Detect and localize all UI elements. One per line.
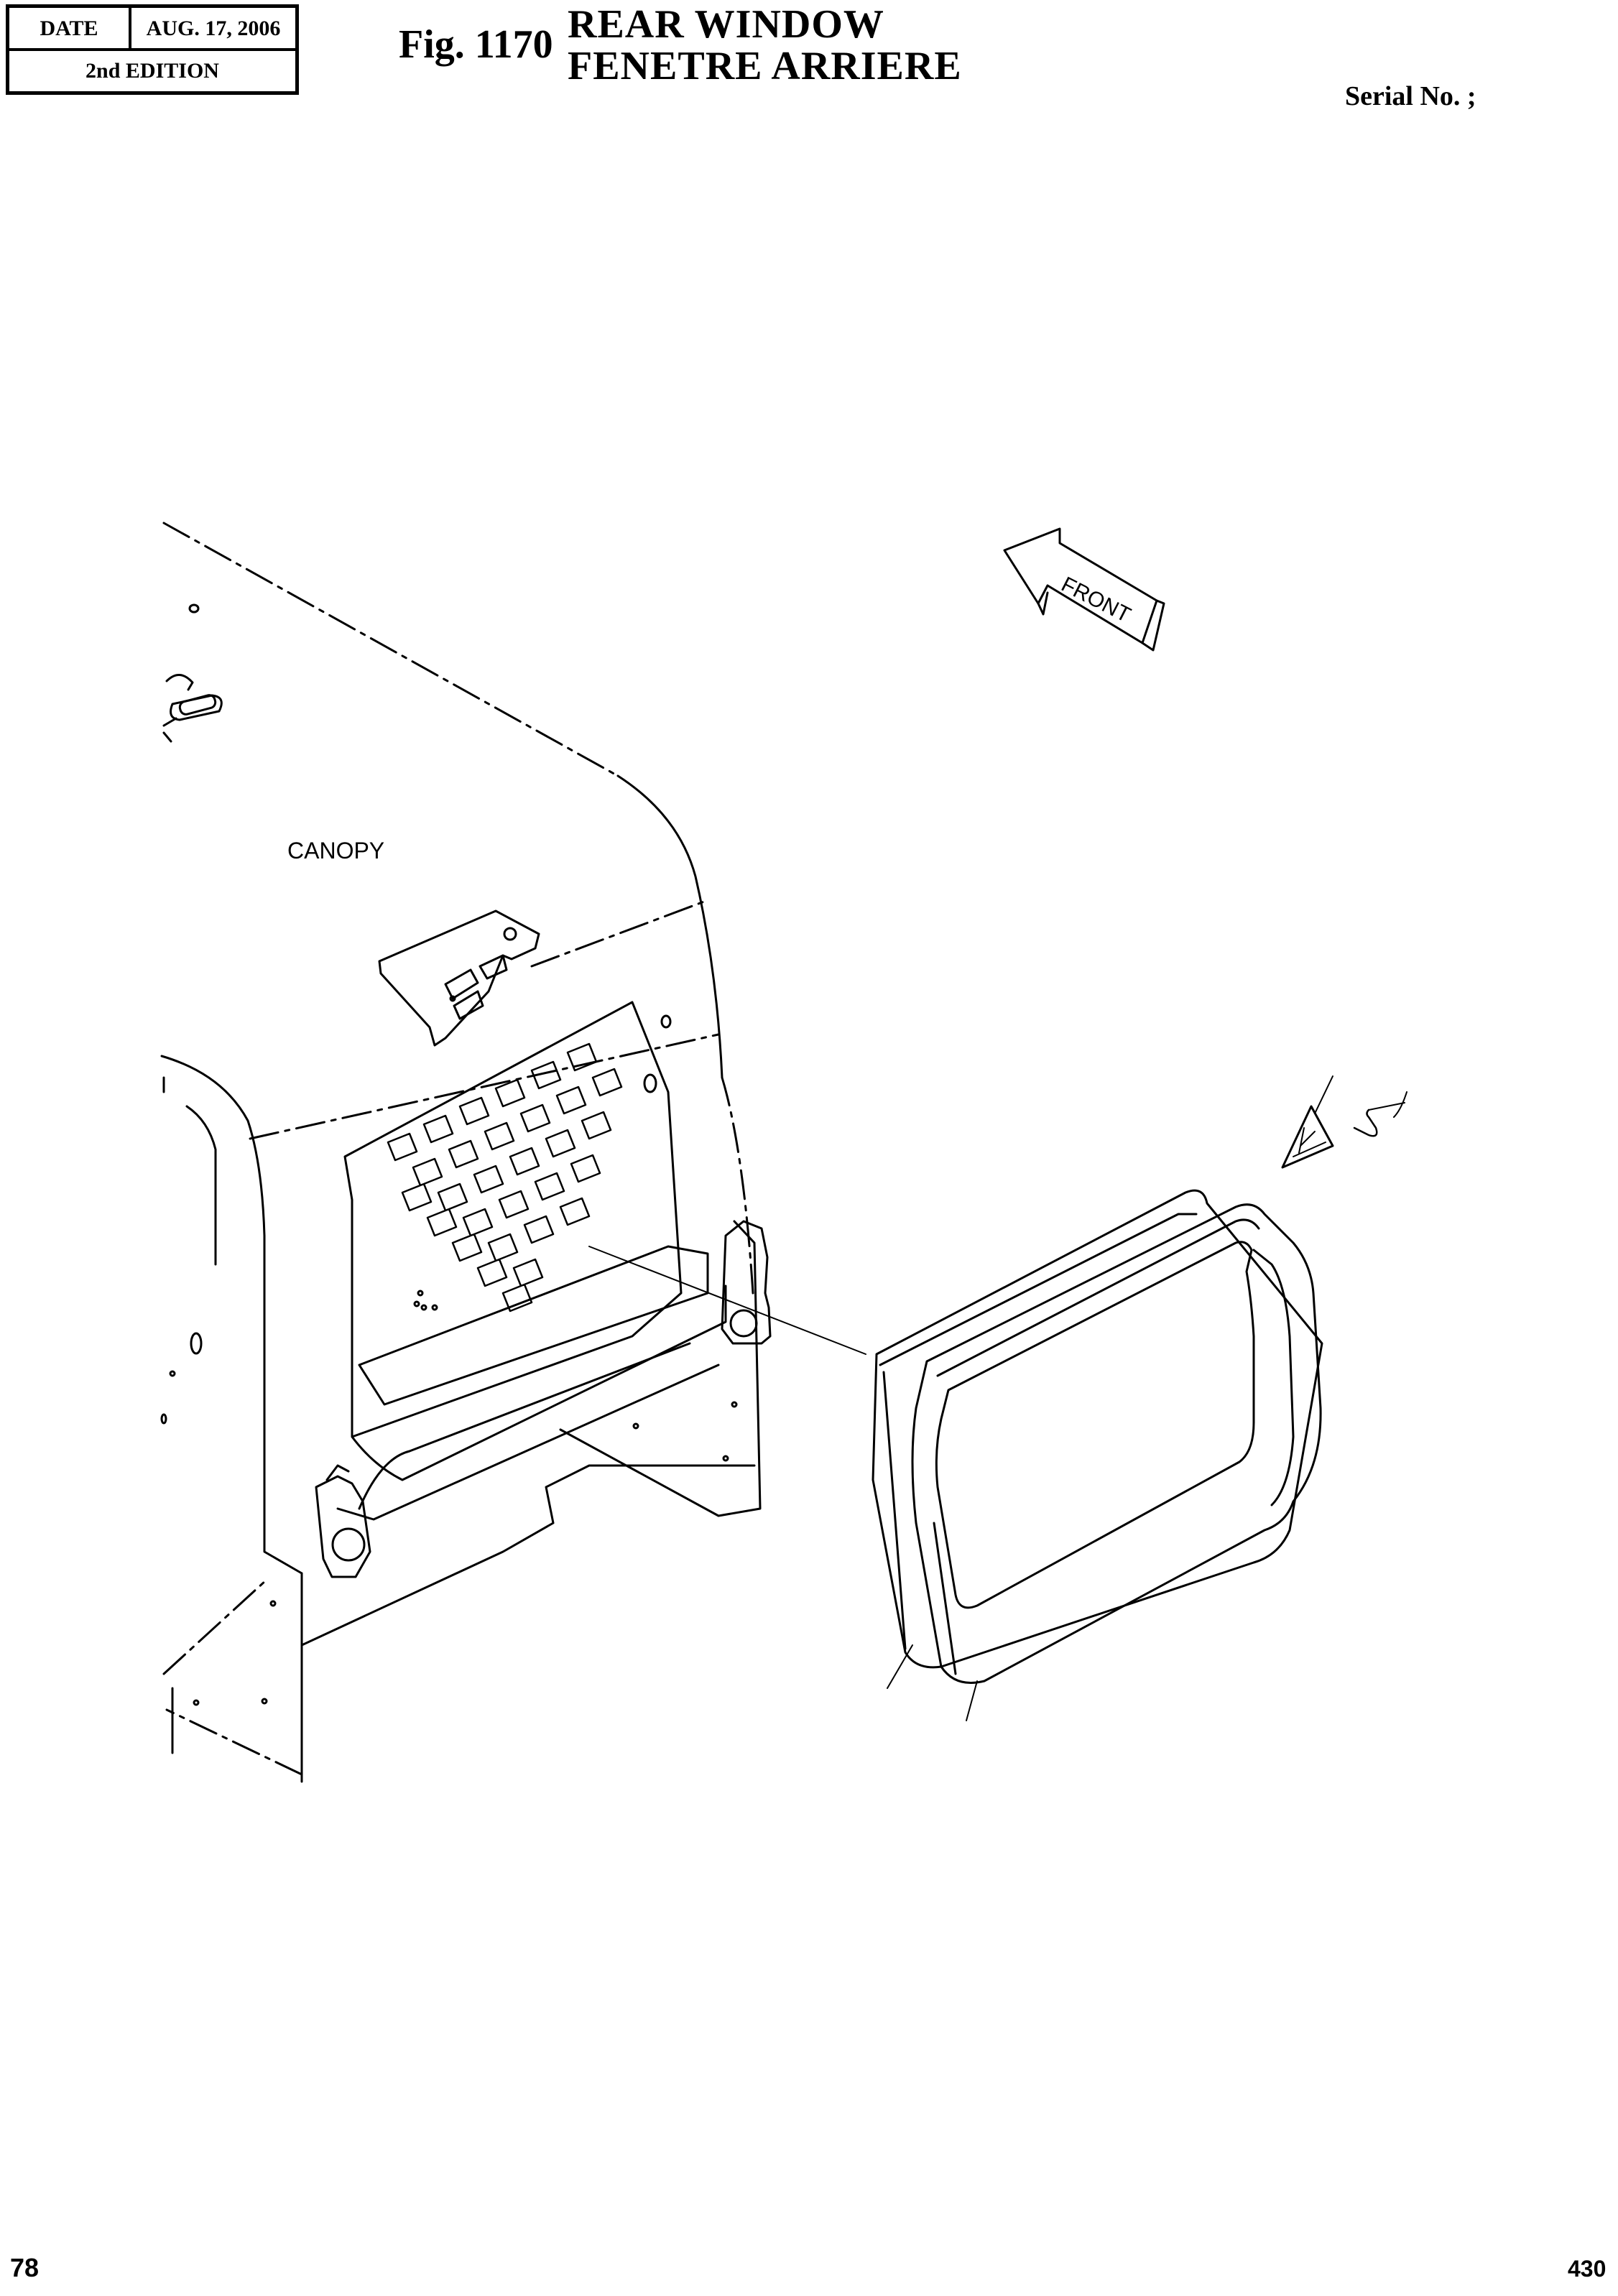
canopy-hole-14 <box>449 995 456 1002</box>
canopy-hole-4 <box>190 1332 203 1355</box>
canopy-slot-detail <box>162 674 223 743</box>
canopy-left-dash <box>162 1579 267 1675</box>
canopy-hole-17 <box>431 1304 438 1311</box>
canopy-side-panel <box>559 1220 762 1517</box>
left-hinge-pin <box>331 1527 366 1562</box>
decal-leader <box>1314 1075 1333 1114</box>
decal-hook <box>1353 1108 1378 1137</box>
grille-squares <box>387 1042 623 1313</box>
handle-bracket <box>378 909 540 1047</box>
canopy-hole-5 <box>169 1370 176 1377</box>
edition-label: 2nd EDITION <box>85 59 219 83</box>
canopy-hole-13 <box>417 1290 424 1297</box>
canopy-hole-6 <box>160 1413 167 1425</box>
window-seat-edge <box>336 1364 720 1521</box>
serial-number-label: Serial No. ; <box>1345 81 1476 111</box>
canopy-lower-box <box>160 1055 303 1776</box>
handle-hole <box>503 927 517 941</box>
window-seat-lower <box>358 1342 691 1510</box>
canopy-slot <box>178 694 217 716</box>
canopy-top-edge <box>162 522 619 777</box>
left-hinge <box>315 1475 371 1578</box>
handle-bracket-inner <box>444 954 508 1020</box>
canopy-hole-9 <box>193 1699 200 1706</box>
weatherstrip-inner <box>935 1241 1255 1609</box>
assembly-leader-line <box>588 1246 866 1355</box>
date-label: DATE <box>9 8 131 48</box>
crossbar <box>358 1245 709 1406</box>
canopy-left-edge <box>162 1076 217 1266</box>
canopy-hole-3 <box>643 1073 657 1093</box>
sheet-number: 430 <box>1568 2256 1607 2282</box>
canopy-hole-7 <box>269 1600 277 1607</box>
canopy-hole-1 <box>188 603 200 614</box>
decal-triangle <box>1281 1105 1334 1169</box>
front-arrow-outline <box>1003 527 1158 644</box>
window-seat <box>351 1284 727 1481</box>
canopy-roof-back <box>249 1033 720 1140</box>
grille-plate <box>343 1001 683 1438</box>
window-glass-edge <box>879 1213 1198 1650</box>
rear-window-glass <box>872 1189 1323 1689</box>
canopy-left-panel <box>171 1572 303 1783</box>
weatherstrip-outer <box>911 1203 1322 1684</box>
figure-number: Fig. 1170 <box>399 22 553 67</box>
window-glass-leader <box>887 1644 913 1689</box>
decal-symbol <box>1293 1127 1326 1157</box>
front-arrow-depth <box>1037 591 1165 652</box>
canopy-drawing <box>160 522 772 1783</box>
rear-window-weatherstrip <box>911 1203 1322 1721</box>
weatherstrip-leader <box>966 1680 978 1721</box>
front-direction-arrow: FRONT <box>1003 527 1165 652</box>
canopy-hole-8 <box>261 1698 268 1705</box>
canopy-lower-dash <box>165 1708 303 1776</box>
canopy-hole-11 <box>731 1401 738 1408</box>
date-value: AUG. 17, 2006 <box>146 17 281 40</box>
canopy-roof-back-2 <box>530 900 706 968</box>
canopy-hole-15 <box>632 1422 639 1430</box>
canopy-rear-curve-inner <box>721 1076 754 1295</box>
canopy-hole-16 <box>413 1300 420 1307</box>
warning-decal <box>1281 1075 1407 1169</box>
date-row: DATE AUG. 17, 2006 <box>9 8 295 51</box>
canopy-rear-curve <box>616 774 724 1079</box>
title-english: REAR WINDOW <box>568 2 884 47</box>
left-hinge-tab <box>325 1464 350 1481</box>
canopy-label: CANOPY <box>287 838 384 864</box>
weatherstrip-lip-2 <box>1252 1249 1295 1506</box>
canopy-hole-12 <box>420 1304 427 1311</box>
window-glass-outer <box>872 1189 1323 1669</box>
canopy-hole-10 <box>722 1455 729 1462</box>
canopy-hole-2 <box>660 1014 672 1029</box>
title-french: FENETRE ARRIERE <box>568 44 962 88</box>
weatherstrip-lip <box>933 1218 1260 1675</box>
right-hinge <box>721 1220 772 1345</box>
hook-leader <box>1368 1091 1407 1118</box>
date-edition-box: DATE AUG. 17, 2006 2nd EDITION <box>6 4 299 95</box>
page-number: 78 <box>10 2253 40 2282</box>
right-hinge-pin <box>729 1309 758 1338</box>
canopy-lower-edge <box>300 1464 756 1647</box>
